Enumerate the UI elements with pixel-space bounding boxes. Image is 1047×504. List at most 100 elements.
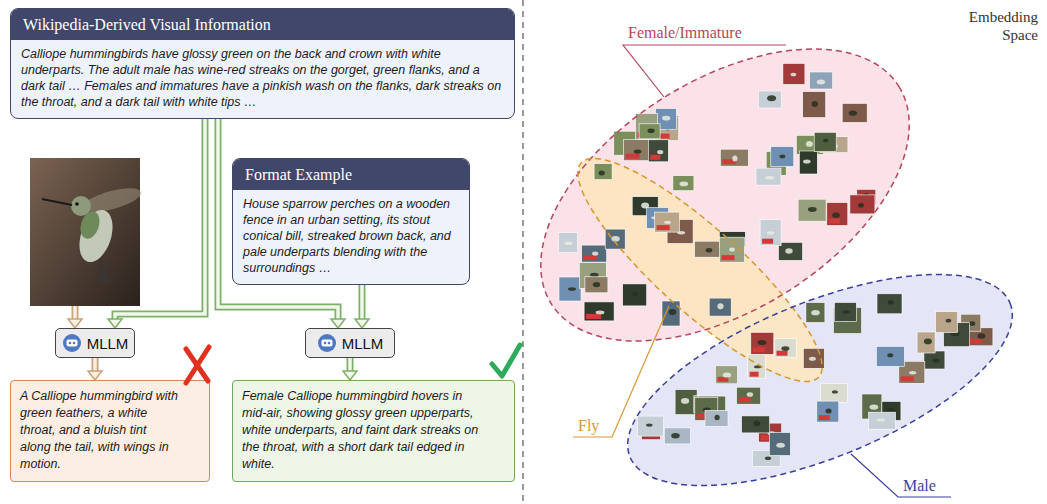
- thumbnail-bird: [664, 221, 671, 224]
- thumbnail-bird: [681, 398, 689, 404]
- thumbnail-bird: [809, 357, 816, 361]
- thumbnail-bird: [887, 353, 893, 357]
- robot-eye: [68, 342, 71, 345]
- ellipse-border: [490, 0, 960, 401]
- feeder-part: [739, 397, 751, 402]
- thumbnail-photo: [783, 63, 805, 84]
- bird-thumbnail: [758, 91, 781, 108]
- thumbnail-bird: [723, 372, 732, 377]
- thumbnail-bird: [806, 141, 813, 147]
- panel-title: Embedding Space: [938, 8, 1038, 44]
- cross-stroke: [186, 347, 209, 383]
- thumbnail-photo: [760, 220, 781, 246]
- bird-thumbnail: [799, 151, 817, 174]
- leader-line: [851, 454, 951, 497]
- thumbnail-bird: [706, 248, 713, 252]
- bird-beak: [42, 199, 72, 205]
- bird-thumbnail: [664, 428, 690, 444]
- thumbnail-bird: [729, 248, 735, 252]
- bird-thumbnail: [638, 416, 664, 436]
- thumbnail-photo: [758, 91, 781, 108]
- hummingbird-photo: [30, 158, 143, 306]
- thumbnail-bird: [646, 423, 653, 426]
- feeder-part: [753, 347, 765, 352]
- bird-thumbnail: [850, 195, 875, 214]
- thumbnail-bird: [596, 311, 605, 315]
- thumbnail-bird: [812, 101, 818, 107]
- thumbnail-photo: [810, 72, 833, 89]
- thumbnail-bird: [811, 310, 820, 315]
- bird-wing: [81, 184, 144, 217]
- arrow-head: [108, 319, 122, 328]
- bird-thumbnail: [876, 346, 904, 366]
- model-box: MLLM: [305, 328, 395, 358]
- thumbnail-bird: [886, 408, 894, 411]
- thumbnail-bird: [888, 300, 894, 305]
- panel-divider: [522, 0, 523, 504]
- arrow-pipe-outer: [72, 306, 79, 319]
- thumbnail-bird: [767, 231, 775, 234]
- bird-thumbnail: [869, 412, 896, 429]
- bird-thumbnail: [584, 302, 614, 321]
- thumbnail-bird: [823, 139, 829, 143]
- bird-thumbnail: [806, 303, 825, 323]
- thumbnail-bird: [877, 418, 886, 421]
- bird-head: [71, 196, 91, 216]
- thumbnail-bird: [648, 128, 655, 133]
- arrow-pipe-inner: [73, 306, 77, 319]
- feeder-part: [586, 314, 601, 319]
- bird-thumbnail: [814, 132, 836, 151]
- thumbnail-bird: [780, 155, 786, 159]
- cluster-ellipse: Male: [625, 272, 1014, 487]
- thumbnail-photo: [664, 428, 690, 444]
- thumbnail-photo: [585, 277, 608, 293]
- body-text: House sparrow perches on a wooden fence …: [243, 196, 459, 276]
- ellipse-outline: [625, 272, 1014, 487]
- feeder-part: [657, 225, 670, 230]
- feeder-part: [762, 239, 773, 244]
- thumbnail-photo: [705, 410, 728, 426]
- output-text: Female Calliope hummingbird hovers in mi…: [242, 388, 484, 473]
- bird-thumbnail: [842, 103, 867, 122]
- arrow-head: [68, 319, 82, 328]
- bird-thumbnail: [798, 199, 826, 221]
- thumbnail-photo: [709, 298, 731, 316]
- thumbnail-bird: [747, 392, 753, 397]
- bird-thumbnail: [936, 312, 958, 333]
- thumbnail-photo: [806, 303, 825, 323]
- cluster-label: Male: [903, 476, 936, 495]
- thumbnail-photo: [917, 332, 935, 353]
- bird-thumbnail: [559, 233, 578, 253]
- cluster-label: Fly: [578, 416, 599, 435]
- thumbnail-bird: [634, 150, 642, 154]
- thumbnail-photo: [720, 149, 748, 166]
- thumbnail-photo: [715, 366, 737, 384]
- ellipse-outline: [538, 47, 911, 343]
- robot-face: [66, 340, 77, 347]
- thumbnail-bird: [977, 333, 985, 338]
- pipe-outer: [347, 358, 354, 371]
- thumbnail-photo: [869, 412, 896, 429]
- thumbnail-photo: [842, 103, 867, 122]
- thumbnail-photo: [775, 339, 797, 358]
- feeder-part: [584, 255, 597, 260]
- bird-thumbnail: [720, 149, 748, 166]
- thumbnail-photo: [779, 242, 803, 260]
- feeder-part: [650, 155, 660, 160]
- thumbnail-bird: [732, 156, 737, 162]
- feeder-part: [626, 154, 640, 159]
- ellipse-outline: [575, 156, 824, 384]
- thumbnail-bird: [946, 319, 952, 323]
- info-card: Format ExampleHouse sparrow perches on a…: [232, 158, 470, 285]
- bird-thumbnail: [662, 301, 680, 326]
- bird-thumbnail: [827, 203, 848, 226]
- robot-eye: [327, 342, 330, 345]
- thumbnail-bird: [767, 95, 776, 101]
- model-box: MLLM: [55, 328, 135, 358]
- feeder-part: [819, 415, 830, 420]
- card-header: Wikipedia-Derived Visual Information: [11, 9, 514, 40]
- bird-thumbnail: [917, 332, 935, 353]
- thumbnail-photo: [876, 346, 904, 366]
- ellipse-border: [553, 132, 847, 409]
